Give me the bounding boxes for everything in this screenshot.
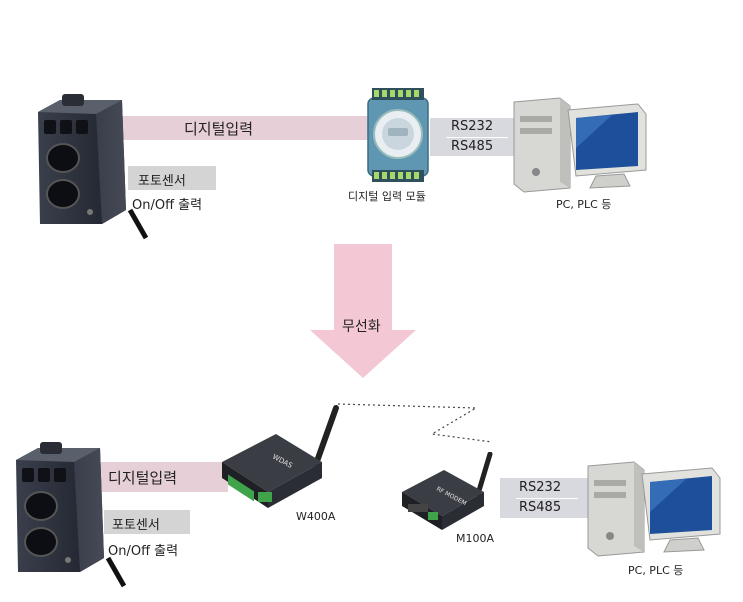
top-digital-input-band bbox=[122, 116, 372, 140]
top-sensor-label: 포토센서 bbox=[138, 174, 186, 189]
top-pc-caption: PC, PLC 등 bbox=[556, 198, 612, 211]
top-sensor-output-label: On/Off 출력 bbox=[132, 198, 203, 213]
bottom-sensor-output-label: On/Off 출력 bbox=[108, 544, 179, 559]
m100a-device-icon: RF MODEM bbox=[398, 452, 502, 538]
bottom-digital-input-band bbox=[100, 462, 228, 492]
top-rs485-label: RS485 bbox=[451, 139, 494, 154]
top-digital-input-label: 디지털입력 bbox=[184, 120, 254, 138]
bottom-serial-divider bbox=[516, 498, 578, 499]
top-photo-sensor-icon bbox=[30, 92, 148, 240]
bottom-rs232-label: RS232 bbox=[519, 480, 562, 495]
w400a-caption: W400A bbox=[296, 510, 336, 523]
top-pc-icon bbox=[512, 96, 652, 196]
top-sensor-label-bg bbox=[128, 166, 216, 190]
module-caption: 디지털 입력 모듈 bbox=[348, 190, 426, 203]
wireless-arrow-icon bbox=[308, 244, 418, 378]
bottom-sensor-label-bg bbox=[104, 510, 190, 534]
top-serial-divider bbox=[446, 137, 508, 138]
m100a-caption: M100A bbox=[456, 532, 495, 545]
top-rs232-label: RS232 bbox=[451, 119, 494, 134]
digital-input-module-icon bbox=[362, 86, 434, 186]
w400a-device-icon: WDAS bbox=[218, 404, 348, 518]
wireless-arrow-label: 무선화 bbox=[342, 319, 381, 335]
wireless-link-icon bbox=[336, 398, 496, 448]
bottom-photo-sensor-icon bbox=[8, 440, 126, 588]
bottom-pc-caption: PC, PLC 등 bbox=[628, 564, 684, 577]
bottom-rs485-label: RS485 bbox=[519, 500, 562, 515]
bottom-sensor-label: 포토센서 bbox=[112, 518, 160, 533]
bottom-pc-icon bbox=[586, 460, 726, 560]
bottom-digital-input-label: 디지털입력 bbox=[108, 469, 178, 487]
